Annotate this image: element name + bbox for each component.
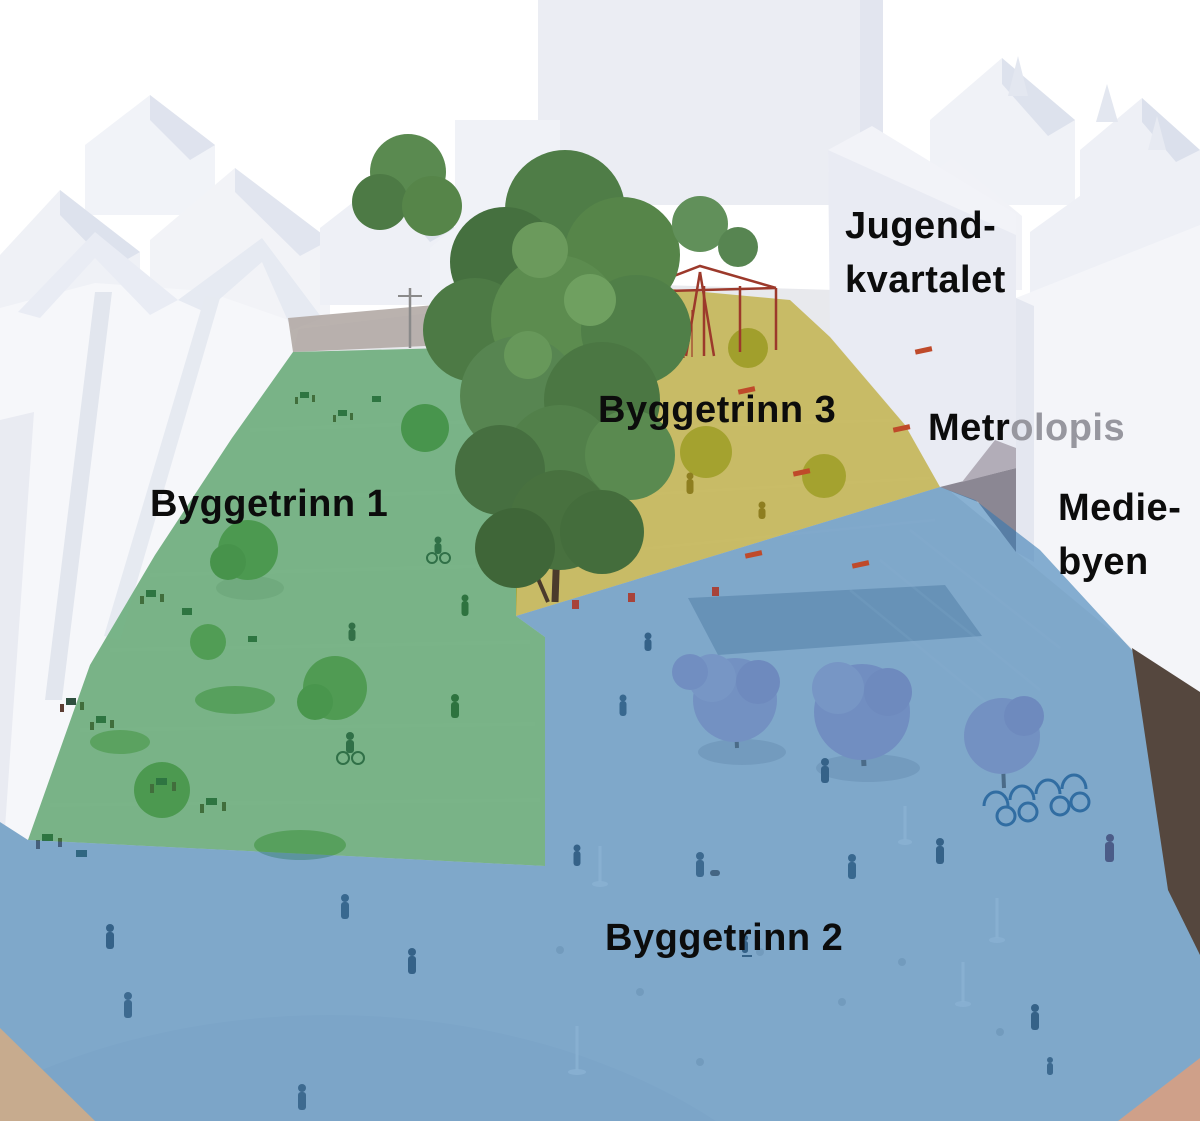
large-linden-tree <box>352 134 691 603</box>
label-mediebyen: Medie-byen <box>1058 482 1181 590</box>
label-jugendkvartalet-line2: kvartalet <box>845 258 1006 301</box>
label-byggetrinn-2: Byggetrinn 2 <box>605 917 844 959</box>
label-mediebyen-line2: byen <box>1058 540 1149 583</box>
label-metrolopis-gray: olopis <box>1010 407 1126 449</box>
building-massing-right <box>828 56 1200 692</box>
corner-surfaces <box>0 648 1200 1121</box>
label-mediebyen-line1: Medie- <box>1058 487 1182 529</box>
label-jugendkvartalet-line1: Jugend- <box>845 205 997 247</box>
zone-overlay-byggetrinn1 <box>28 346 545 866</box>
label-byggetrinn-3: Byggetrinn 3 <box>598 389 837 431</box>
red-furniture <box>572 346 933 609</box>
background-trees <box>672 196 758 267</box>
zone-overlay-byggetrinn2 <box>0 487 1200 1121</box>
label-metrolopis-dark: Metr <box>928 407 1011 449</box>
label-jugendkvartalet: Jugend-kvartalet <box>845 200 1006 308</box>
label-metrolopis: Metrolopis <box>928 402 1125 456</box>
label-byggetrinn-1: Byggetrinn 1 <box>150 483 389 525</box>
